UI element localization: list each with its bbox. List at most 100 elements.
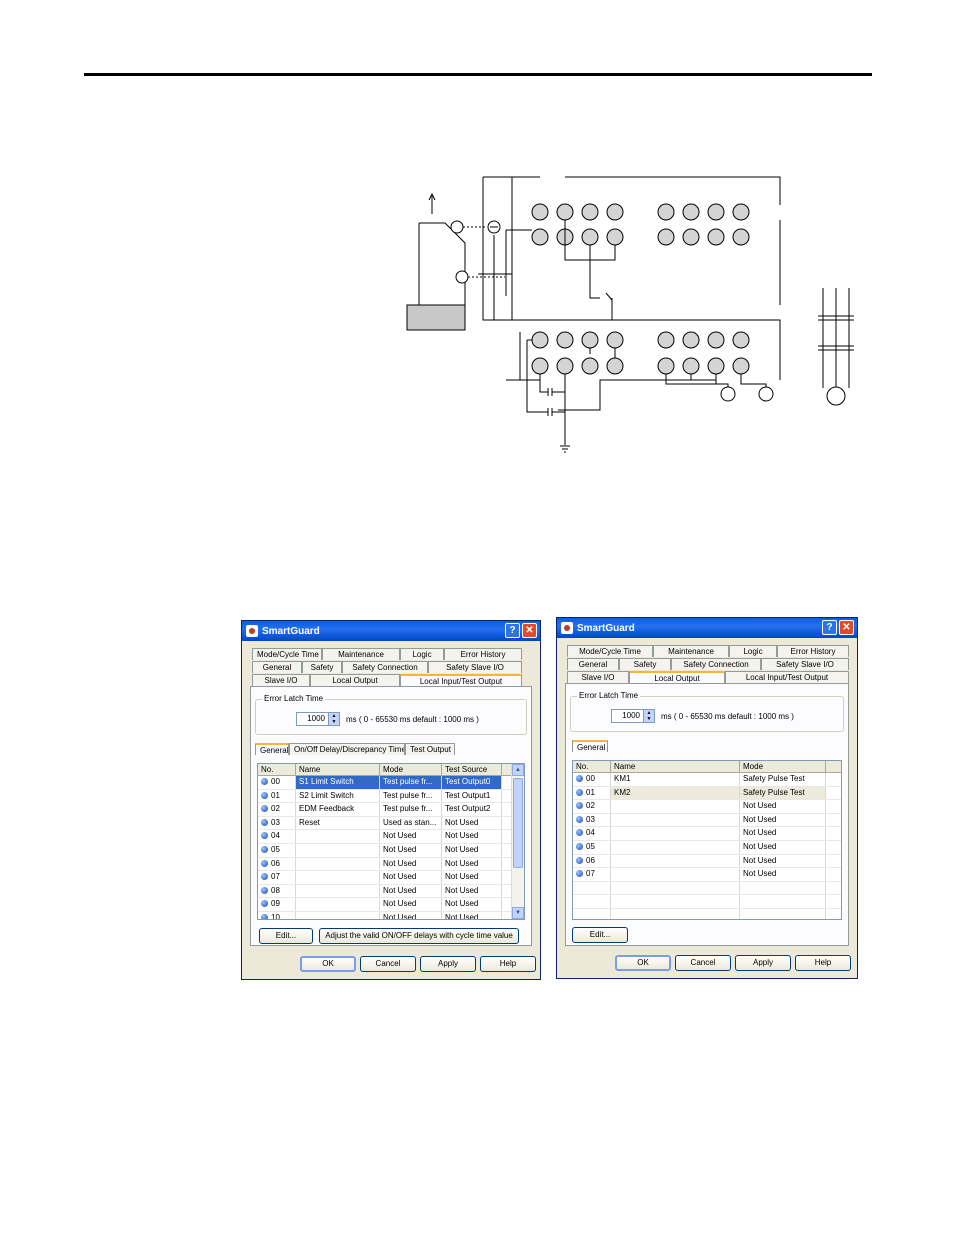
cell-test-source: Not Used bbox=[442, 843, 502, 857]
tab-slave-io[interactable]: Slave I/O bbox=[252, 674, 310, 686]
empty-row bbox=[573, 881, 841, 896]
cell-mode: Safety Pulse Test bbox=[740, 773, 826, 786]
spinner-arrows-icon[interactable]: ▲▼ bbox=[643, 710, 654, 722]
tab-general[interactable]: General bbox=[252, 661, 302, 673]
cell-mode: Test pulse fr... bbox=[380, 776, 442, 789]
error-latch-spinner[interactable]: 1000 ▲▼ bbox=[296, 712, 340, 726]
col-no[interactable]: No. bbox=[258, 764, 296, 775]
cell-name bbox=[611, 895, 740, 908]
error-latch-spinner[interactable]: 1000 ▲▼ bbox=[611, 709, 655, 723]
tab-safety-slave-io[interactable]: Safety Slave I/O bbox=[761, 658, 849, 670]
cell-no: 02 bbox=[573, 800, 611, 813]
cell-name bbox=[296, 884, 380, 898]
ok-button[interactable]: OK bbox=[300, 956, 356, 972]
subtab-general[interactable]: General bbox=[255, 743, 289, 755]
output-point-icon bbox=[576, 856, 583, 864]
ok-button[interactable]: OK bbox=[615, 955, 671, 971]
tab-safety[interactable]: Safety bbox=[619, 658, 671, 670]
scroll-up-icon[interactable]: ▲ bbox=[512, 764, 524, 776]
cell-no: 00 bbox=[258, 776, 296, 789]
subtab-general[interactable]: General bbox=[572, 740, 608, 752]
tab-safety-connection[interactable]: Safety Connection bbox=[671, 658, 761, 670]
tab-panel: Error Latch Time 1000 ▲▼ ms ( 0 - 65530 … bbox=[565, 683, 849, 946]
help-icon[interactable]: ? bbox=[822, 620, 837, 635]
cell-mode: Not Used bbox=[740, 813, 826, 827]
cell-name: KM2 bbox=[611, 786, 740, 800]
error-latch-label: Error Latch Time bbox=[577, 691, 641, 700]
error-latch-label: Error Latch Time bbox=[262, 694, 326, 703]
scroll-thumb[interactable] bbox=[513, 778, 523, 868]
cell-test-source: Not Used bbox=[442, 857, 502, 871]
cell-name bbox=[611, 827, 740, 840]
tab-safety[interactable]: Safety bbox=[302, 661, 342, 673]
edit-button[interactable]: Edit... bbox=[572, 927, 628, 943]
adjust-delays-button[interactable]: Adjust the valid ON/OFF delays with cycl… bbox=[319, 928, 519, 944]
tab-error-history[interactable]: Error History bbox=[444, 648, 522, 660]
cancel-button[interactable]: Cancel bbox=[360, 956, 416, 972]
help-button[interactable]: Help bbox=[795, 955, 851, 971]
apply-button[interactable]: Apply bbox=[735, 955, 791, 971]
col-name[interactable]: Name bbox=[296, 764, 380, 775]
cell-name: S1 Limit Switch bbox=[296, 776, 380, 789]
scroll-down-icon[interactable]: ▼ bbox=[512, 907, 524, 919]
cell-mode: Not Used bbox=[380, 857, 442, 871]
cell-name bbox=[296, 898, 380, 911]
col-test-source[interactable]: Test Source bbox=[442, 764, 502, 775]
tab-slave-io[interactable]: Slave I/O bbox=[567, 671, 629, 683]
col-mode[interactable]: Mode bbox=[740, 761, 826, 772]
tab-safety-connection[interactable]: Safety Connection bbox=[342, 661, 428, 673]
tab-logic[interactable]: Logic bbox=[400, 648, 444, 660]
subtab-test-output[interactable]: Test Output bbox=[405, 743, 455, 755]
titlebar: SmartGuard ? ✕ bbox=[557, 618, 857, 638]
help-button[interactable]: Help bbox=[480, 956, 536, 972]
row-number: 04 bbox=[586, 828, 595, 838]
tab-logic[interactable]: Logic bbox=[729, 645, 777, 657]
tab-general[interactable]: General bbox=[567, 658, 619, 670]
tab-local-input-test-output[interactable]: Local Input/Test Output bbox=[725, 671, 849, 683]
row-number: 04 bbox=[271, 831, 280, 841]
close-icon[interactable]: ✕ bbox=[522, 623, 537, 638]
col-no[interactable]: No. bbox=[573, 761, 611, 772]
tab-maintenance[interactable]: Maintenance bbox=[653, 645, 729, 657]
col-mode[interactable]: Mode bbox=[380, 764, 442, 775]
apply-button[interactable]: Apply bbox=[420, 956, 476, 972]
spinner-arrows-icon[interactable]: ▲▼ bbox=[328, 713, 339, 725]
app-icon bbox=[246, 625, 258, 637]
subtab-on-off-delay[interactable]: On/Off Delay/Discrepancy Time bbox=[289, 743, 405, 755]
col-name[interactable]: Name bbox=[611, 761, 740, 772]
tab-mode-cycle-time[interactable]: Mode/Cycle Time bbox=[252, 648, 322, 660]
cancel-button[interactable]: Cancel bbox=[675, 955, 731, 971]
edit-button[interactable]: Edit... bbox=[259, 928, 313, 944]
tab-local-output[interactable]: Local Output bbox=[629, 671, 725, 683]
tab-mode-cycle-time[interactable]: Mode/Cycle Time bbox=[567, 645, 653, 657]
tab-local-output[interactable]: Local Output bbox=[310, 674, 400, 686]
tab-local-input-test-output[interactable]: Local Input/Test Output bbox=[400, 674, 522, 686]
cell-test-source: Not Used bbox=[442, 830, 502, 843]
tab-safety-slave-io[interactable]: Safety Slave I/O bbox=[428, 661, 522, 673]
tab-maintenance[interactable]: Maintenance bbox=[322, 648, 400, 660]
help-icon[interactable]: ? bbox=[505, 623, 520, 638]
tab-error-history[interactable]: Error History bbox=[777, 645, 849, 657]
table-scrollbar[interactable]: ▲ ▼ bbox=[511, 764, 524, 919]
cell-no: 05 bbox=[258, 843, 296, 857]
close-icon[interactable]: ✕ bbox=[839, 620, 854, 635]
